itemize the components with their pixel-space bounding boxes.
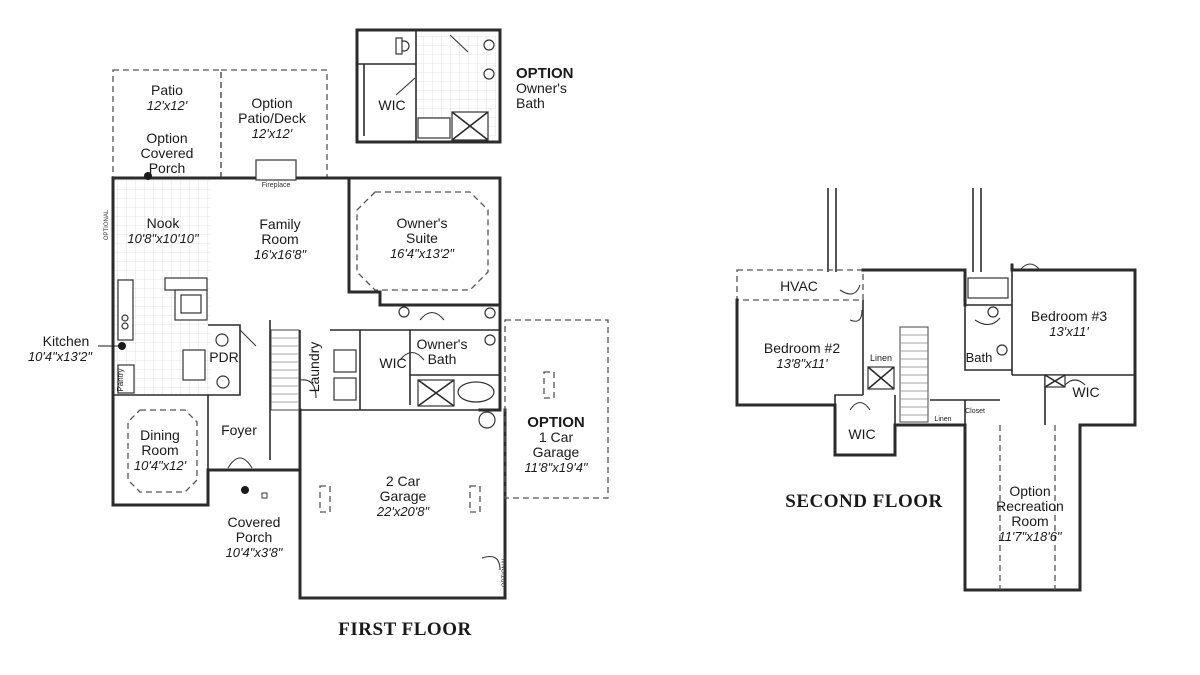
dining-room-dim: 10'4"x12' (134, 458, 187, 473)
foyer-label: Foyer (221, 422, 257, 438)
pdr-label: PDR (209, 349, 239, 365)
recreation-dim: 11'7"x18'6" (998, 529, 1062, 544)
option-bath-title: OPTION (516, 65, 574, 82)
owners-suite-line1: Owner's (397, 215, 448, 231)
covered-porch-dim: 10'4"x3'8" (226, 545, 284, 560)
bath-label: Bath (966, 350, 993, 365)
patio-deck-dim: 12'x12' (252, 126, 293, 141)
garage1-line2: 1 Car (539, 429, 574, 445)
owners-bath-line1: Owner's (417, 336, 468, 352)
patio-deck-line1: Option (251, 95, 292, 111)
recreation-line2: Recreation (996, 498, 1064, 514)
garage1-dim: 11'8"x19'4" (524, 460, 588, 475)
bedroom2-label: Bedroom #2 (764, 340, 840, 356)
bedroom2-dim: 13'8"x11' (776, 356, 828, 371)
first-floor-plan (98, 69, 609, 600)
garage2-line1: 2 Car (386, 473, 421, 489)
fireplace-label: Fireplace (262, 182, 291, 189)
garage2-line2: Garage (380, 488, 427, 504)
option-bath-line1: Owner's (516, 80, 567, 96)
covered-porch-line2: Porch (236, 529, 273, 545)
patio-label: Patio (151, 82, 183, 98)
optional-note-b: OPTIONAL (502, 556, 508, 587)
kitchen-label: Kitchen (43, 333, 90, 349)
recreation-line1: Option (1009, 483, 1050, 499)
linen-a-label: Linen (870, 353, 892, 363)
second-floor-title: SECOND FLOOR (785, 491, 943, 512)
family-room-dim: 16'x16'8" (254, 247, 308, 262)
patio-dim: 12'x12' (147, 98, 188, 113)
owners-suite-line2: Suite (406, 230, 438, 246)
option-bath-wic-label: WIC (378, 97, 405, 113)
owners-suite-dim: 16'4"x13'2" (390, 246, 455, 261)
garage1-title: OPTION (527, 414, 585, 431)
dining-room-line1: Dining (140, 427, 180, 443)
recreation-line3: Room (1011, 513, 1048, 529)
covered-porch-option-line2: Covered (141, 145, 194, 161)
wic-a-label: WIC (848, 426, 875, 442)
wic-label: WIC (379, 355, 406, 371)
garage2-dim: 22'x20'8" (376, 504, 431, 519)
optional-note-a: OPTIONAL (104, 209, 110, 240)
linen-b-label: Linen (934, 416, 951, 423)
nook-dim: 10'8"x10'10" (127, 231, 200, 246)
bedroom3-dim: 13'x11' (1049, 324, 1089, 339)
pantry-label: Pantry (116, 368, 125, 391)
laundry-label: Laundry (306, 342, 322, 393)
nook-label: Nook (147, 215, 181, 231)
covered-porch-line1: Covered (228, 514, 281, 530)
wic-b-label: WIC (1072, 384, 1099, 400)
dining-room-line2: Room (141, 442, 178, 458)
owners-bath-option-plan (355, 28, 502, 144)
patio-deck-line2: Patio/Deck (238, 110, 307, 126)
hvac-label: HVAC (780, 278, 818, 294)
covered-porch-option-line1: Option (146, 130, 187, 146)
closet-label: Closet (965, 408, 985, 415)
first-floor-title: FIRST FLOOR (338, 619, 471, 640)
covered-porch-option-line3: Porch (149, 160, 186, 176)
family-room-line2: Room (261, 231, 298, 247)
second-floor-plan (735, 188, 1137, 592)
kitchen-dim: 10'4"x13'2" (28, 349, 93, 364)
family-room-line1: Family (259, 216, 300, 232)
option-bath-line2: Bath (516, 95, 545, 111)
owners-bath-line2: Bath (428, 351, 457, 367)
garage1-line3: Garage (533, 444, 580, 460)
bedroom3-label: Bedroom #3 (1031, 308, 1107, 324)
